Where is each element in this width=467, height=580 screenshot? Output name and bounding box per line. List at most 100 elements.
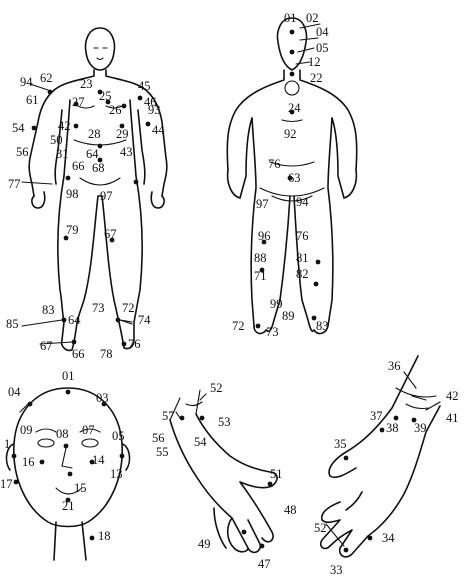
label-back: 04 [316, 25, 329, 39]
point-dot [74, 124, 79, 129]
hand-back-outline [170, 414, 277, 552]
label-head: 01 [62, 369, 75, 383]
label-front: 66 [72, 347, 85, 361]
point-dot [316, 260, 321, 265]
label-front: 50 [50, 133, 63, 147]
label-back: 01 [284, 11, 297, 25]
point-dot [120, 454, 125, 459]
label-back: 02 [306, 11, 319, 25]
point-dot [344, 548, 349, 553]
front-face-features [94, 48, 107, 60]
label-front: 44 [152, 123, 165, 137]
point-dot [260, 544, 265, 549]
label-hand-palm: 36 [388, 359, 401, 373]
label-front: 98 [66, 187, 79, 201]
point-dot [64, 444, 69, 449]
label-front: 26 [109, 103, 122, 117]
label-head: 16 [22, 455, 35, 469]
back-head-outline [278, 18, 307, 70]
wrist-crease-palm [396, 388, 436, 409]
point-dot [242, 530, 247, 535]
label-hand-back: 54 [194, 435, 207, 449]
label-front: 62 [40, 71, 53, 85]
point-dot [40, 460, 45, 465]
label-head: 15 [74, 481, 87, 495]
label-back: 72 [232, 319, 245, 333]
label-hand-back: 47 [258, 557, 271, 571]
label-front: 64 [68, 313, 81, 327]
label-hand-palm: 39 [414, 421, 427, 435]
point-dot [68, 472, 73, 477]
label-front: 74 [138, 313, 151, 327]
label-front: 54 [12, 121, 25, 135]
label-back: 12 [308, 55, 321, 69]
point-dot [344, 456, 349, 461]
label-back: 88 [254, 251, 267, 265]
label-back: 22 [310, 71, 323, 85]
label-back: 94 [296, 195, 309, 209]
label-back: 89 [282, 309, 295, 323]
point-dot [268, 482, 273, 487]
label-hand-palm: 37 [370, 409, 383, 423]
label-back: 05 [316, 41, 329, 55]
point-dot [290, 50, 295, 55]
label-back: 81 [296, 251, 309, 265]
label-back: 24 [288, 101, 301, 115]
label-front: 73 [92, 301, 105, 315]
label-hand-palm: 34 [382, 531, 395, 545]
point-dot [138, 96, 143, 101]
label-back: 82 [296, 267, 309, 281]
label-front: 25 [99, 89, 112, 103]
label-front: 72 [122, 301, 135, 315]
right-eye-icon [82, 439, 98, 447]
label-front: 42 [58, 119, 71, 133]
label-front: 76 [128, 337, 141, 351]
label-front: 67 [104, 227, 117, 241]
front-head-outline [86, 28, 115, 70]
label-front: 45 [138, 79, 151, 93]
hand-back-labels: 52 57 53 56 55 54 51 48 49 47 [152, 381, 297, 571]
label-back: 97 [256, 197, 269, 211]
label-front: 56 [16, 145, 29, 159]
label-front: 94 [20, 75, 33, 89]
label-hand-back: 49 [198, 537, 211, 551]
label-head: 21 [62, 499, 75, 513]
back-legs [251, 118, 333, 333]
label-back: 63 [288, 171, 301, 185]
label-hand-back: 53 [218, 415, 231, 429]
label-front: 61 [26, 93, 39, 107]
point-dot [256, 324, 261, 329]
label-head: 09 [20, 423, 33, 437]
face-nose [62, 448, 72, 468]
point-dot [122, 342, 127, 347]
label-hand-back: 57 [162, 409, 175, 423]
label-front: 43 [120, 145, 133, 159]
point-dot [200, 416, 205, 421]
label-head: 03 [96, 391, 109, 405]
point-dot [394, 416, 399, 421]
label-head: 08 [56, 427, 69, 441]
label-front: 79 [66, 223, 79, 237]
label-front: 23 [80, 77, 93, 91]
label-front: 68 [92, 161, 105, 175]
label-front: 67 [40, 339, 53, 353]
label-back: 99 [270, 297, 283, 311]
label-back: 92 [284, 127, 297, 141]
label-head: 18 [98, 529, 111, 543]
label-front: 31 [56, 147, 69, 161]
point-dot [368, 536, 373, 541]
label-back: 76 [296, 229, 309, 243]
label-back: 83 [316, 319, 329, 333]
label-front: 97 [100, 189, 113, 203]
label-front: 77 [8, 177, 21, 191]
point-dot [146, 122, 151, 127]
label-front: 78 [100, 347, 113, 361]
label-hand-back: 48 [284, 503, 297, 517]
point-dot [122, 104, 127, 109]
label-hand-palm: 42 [446, 389, 459, 403]
hand-palm-outline [321, 356, 440, 557]
face-neck [54, 522, 86, 560]
left-eye-icon [38, 439, 54, 447]
label-hand-back: 52 [210, 381, 223, 395]
